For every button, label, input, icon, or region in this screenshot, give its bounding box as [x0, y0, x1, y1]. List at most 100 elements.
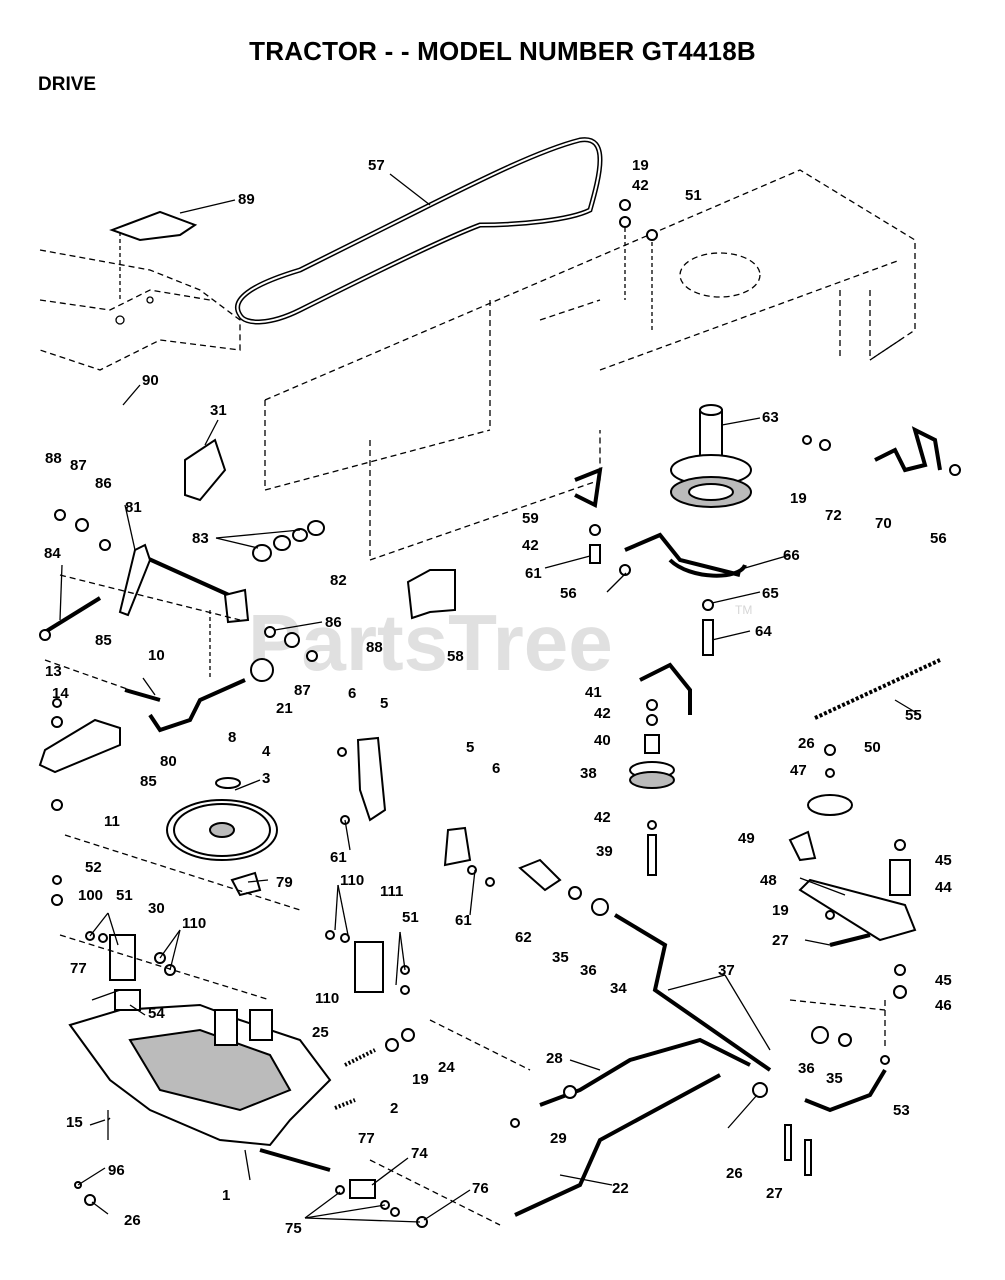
callout-34[interactable]: 34 — [610, 980, 627, 997]
callout-90[interactable]: 90 — [142, 372, 159, 389]
part-57-belt[interactable] — [235, 137, 603, 325]
part-70-bracket[interactable] — [802, 426, 961, 476]
part-55-spring[interactable] — [814, 658, 941, 720]
callout-35[interactable]: 35 — [826, 1070, 843, 1087]
callout-42[interactable]: 42 — [632, 177, 649, 194]
callout-42[interactable]: 42 — [522, 537, 539, 554]
callout-8[interactable]: 8 — [228, 729, 236, 746]
part-58-bracket[interactable] — [406, 569, 456, 620]
callout-27[interactable]: 27 — [772, 932, 789, 949]
callout-42[interactable]: 42 — [594, 809, 611, 826]
callout-36[interactable]: 36 — [580, 962, 597, 979]
callout-1[interactable]: 1 — [222, 1187, 230, 1204]
callout-26[interactable]: 26 — [798, 735, 815, 752]
callout-74[interactable]: 74 — [411, 1145, 428, 1162]
part-5-bracket[interactable] — [337, 736, 495, 887]
callout-22[interactable]: 22 — [612, 1180, 629, 1197]
callout-52[interactable]: 52 — [85, 859, 102, 876]
callout-62[interactable]: 62 — [515, 929, 532, 946]
part-81-linkage[interactable] — [39, 509, 250, 641]
callout-40[interactable]: 40 — [594, 732, 611, 749]
callout-86[interactable]: 86 — [325, 614, 342, 631]
callout-35[interactable]: 35 — [552, 949, 569, 966]
callout-30[interactable]: 30 — [148, 900, 165, 917]
callout-36[interactable]: 36 — [798, 1060, 815, 1077]
callout-61[interactable]: 61 — [455, 912, 472, 929]
part-64-bolt[interactable] — [702, 599, 714, 656]
callout-77[interactable]: 77 — [70, 960, 87, 977]
part-38-idler[interactable] — [629, 699, 675, 876]
part-74-bushing[interactable] — [74, 1179, 428, 1228]
callout-26[interactable]: 26 — [124, 1212, 141, 1229]
callout-28[interactable]: 28 — [546, 1050, 563, 1067]
callout-79[interactable]: 79 — [276, 874, 293, 891]
callout-3[interactable]: 3 — [262, 770, 270, 787]
callout-51[interactable]: 51 — [402, 909, 419, 926]
part-59-hook[interactable] — [574, 466, 603, 564]
callout-19[interactable]: 19 — [790, 490, 807, 507]
part-25-spring[interactable] — [344, 1048, 376, 1067]
part-3-pulley[interactable] — [166, 777, 278, 897]
callout-110[interactable]: 110 — [315, 990, 339, 1007]
callout-41[interactable]: 41 — [585, 684, 602, 701]
callout-38[interactable]: 38 — [580, 765, 597, 782]
part-66-rod[interactable] — [619, 532, 747, 578]
callout-64[interactable]: 64 — [755, 623, 772, 640]
callout-13[interactable]: 13 — [45, 663, 62, 680]
callout-85[interactable]: 85 — [95, 632, 112, 649]
callout-84[interactable]: 84 — [44, 545, 61, 562]
callout-29[interactable]: 29 — [550, 1130, 567, 1147]
callout-87[interactable]: 87 — [70, 457, 87, 474]
callout-26[interactable]: 26 — [726, 1165, 743, 1182]
part-1-transaxle[interactable] — [68, 989, 332, 1172]
callout-81[interactable]: 81 — [125, 499, 142, 516]
callout-19[interactable]: 19 — [772, 902, 789, 919]
callout-31[interactable]: 31 — [210, 402, 227, 419]
callout-70[interactable]: 70 — [875, 515, 892, 532]
part-24-hardware[interactable] — [385, 1028, 415, 1052]
callout-110[interactable]: 110 — [182, 915, 206, 932]
callout-87[interactable]: 87 — [294, 682, 311, 699]
callout-85[interactable]: 85 — [140, 773, 157, 790]
callout-56[interactable]: 56 — [930, 530, 947, 547]
callout-45[interactable]: 45 — [935, 972, 952, 989]
callout-2[interactable]: 2 — [390, 1100, 398, 1117]
callout-111[interactable]: 111 — [380, 883, 403, 900]
callout-80[interactable]: 80 — [160, 753, 177, 770]
callout-54[interactable]: 54 — [148, 1005, 165, 1022]
callout-21[interactable]: 21 — [276, 700, 293, 717]
callout-61[interactable]: 61 — [525, 565, 542, 582]
callout-86[interactable]: 86 — [95, 475, 112, 492]
part-86-88-hardware[interactable] — [264, 626, 318, 662]
callout-25[interactable]: 25 — [312, 1024, 329, 1041]
callout-55[interactable]: 55 — [905, 707, 922, 724]
callout-65[interactable]: 65 — [762, 585, 779, 602]
callout-88[interactable]: 88 — [45, 450, 62, 467]
callout-72[interactable]: 72 — [825, 507, 842, 524]
part-80-bracket[interactable] — [38, 698, 121, 811]
part-83-washers[interactable] — [252, 520, 325, 562]
callout-110[interactable]: 110 — [340, 872, 364, 889]
callout-19[interactable]: 19 — [412, 1071, 429, 1088]
part-2-spring[interactable] — [334, 1098, 356, 1110]
part-28-rod[interactable] — [539, 1037, 751, 1107]
callout-61[interactable]: 61 — [330, 849, 347, 866]
part-41-bracket[interactable] — [639, 662, 692, 715]
callout-88[interactable]: 88 — [366, 639, 383, 656]
callout-44[interactable]: 44 — [935, 879, 952, 896]
callout-83[interactable]: 83 — [192, 530, 209, 547]
callout-6[interactable]: 6 — [492, 760, 500, 777]
callout-50[interactable]: 50 — [864, 739, 881, 756]
part-34-rod[interactable] — [518, 858, 772, 1072]
callout-5[interactable]: 5 — [466, 739, 474, 756]
callout-82[interactable]: 82 — [330, 572, 347, 589]
callout-47[interactable]: 47 — [790, 762, 807, 779]
callout-76[interactable]: 76 — [472, 1180, 489, 1197]
callout-4[interactable]: 4 — [262, 743, 271, 760]
callout-63[interactable]: 63 — [762, 409, 779, 426]
callout-66[interactable]: 66 — [783, 547, 800, 564]
callout-100[interactable]: 100 — [78, 887, 103, 904]
callout-46[interactable]: 46 — [935, 997, 952, 1014]
part-48-arm[interactable] — [788, 744, 917, 999]
callout-24[interactable]: 24 — [438, 1059, 455, 1076]
